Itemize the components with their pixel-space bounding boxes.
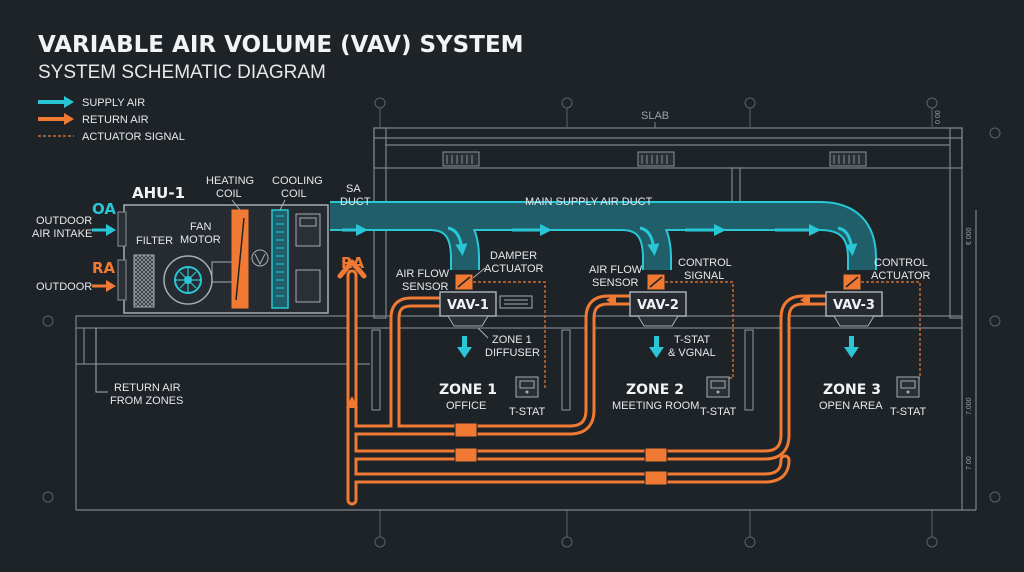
thermostat-2: [706, 376, 730, 398]
tstat-2-label: T-STAT: [700, 406, 737, 418]
vav-2-name: VAV-2: [637, 298, 679, 313]
control-signal-label-1: CONTROL: [678, 257, 732, 269]
ra-label: RA: [92, 259, 116, 277]
legend-return-arrow-icon: [64, 113, 74, 125]
tstat-vgnal-label-1: T-STAT: [674, 334, 711, 346]
return-air-label-2: FROM ZONES: [110, 395, 183, 407]
fan-icon: [174, 266, 202, 294]
thermostat-1: [515, 376, 539, 398]
control-signal-label-2: SIGNAL: [684, 270, 724, 282]
cooling-coil-icon: [271, 209, 289, 309]
sa-duct-label-1: SA: [346, 183, 361, 195]
damper-label-1: DAMPER: [490, 250, 537, 262]
thermostat-3-icon: [896, 376, 920, 398]
heating-coil-label-2: COIL: [216, 188, 242, 200]
zone-2-room: MEETING ROOM: [612, 400, 699, 412]
airflow-sensor2-label-2: SENSOR: [592, 277, 639, 289]
tstat-3-label: T-STAT: [890, 406, 927, 418]
heating-coil-label-1: HEATING: [206, 175, 254, 187]
return-air-label-1: RETURN AIR: [114, 382, 181, 394]
zone-1-title: ZONE 1: [439, 382, 497, 398]
supply-flow-arrows: [342, 224, 858, 256]
zone-2-title: ZONE 2: [626, 382, 684, 398]
diagram-title: VARIABLE AIR VOLUME (VAV) SYSTEM: [38, 32, 524, 58]
vav-box-1: [439, 273, 533, 327]
diffuser-label-1: ZONE 1: [492, 334, 532, 346]
outdoor-label: OUTDOOR: [36, 281, 92, 293]
dim-label-1: 0 00: [935, 110, 942, 124]
outdoor-intake-label-1: OUTDOOR: [36, 215, 92, 227]
thermostat-3: [896, 376, 920, 398]
main-supply-duct: [330, 201, 877, 273]
airflow-sensor-label-1: AIR FLOW: [396, 268, 450, 280]
fan-label-2: MOTOR: [180, 234, 221, 246]
dim-label-3: 7.000: [966, 397, 973, 415]
control-actuator-label-2: ACTUATOR: [871, 270, 931, 282]
legend: SUPPLY AIR RETURN AIR ACTUATOR SIGNAL: [38, 96, 185, 143]
dim-label-4: 7 00: [966, 456, 973, 470]
control-actuator-label-1: CONTROL: [874, 257, 928, 269]
ra-right-label: RA: [341, 254, 365, 272]
legend-supply-arrow-icon: [64, 96, 74, 108]
vav-box-2: [629, 273, 687, 327]
main-duct-label: MAIN SUPPLY AIR DUCT: [525, 196, 653, 208]
zone-1-room: OFFICE: [446, 400, 486, 412]
airflow-sensor-label-2: SENSOR: [402, 281, 449, 293]
ra-arrow-icon: [106, 280, 116, 292]
zone-3-room: OPEN AREA: [819, 400, 883, 412]
outdoor-intake-label-2: AIR INTAKE: [32, 228, 92, 240]
diagram-subtitle: SYSTEM SCHEMATIC DIAGRAM: [38, 62, 326, 83]
tstat-vgnal-label-2: & VGNAL: [668, 347, 716, 359]
dim-label-2: € 000: [966, 227, 973, 245]
filter-icon: [133, 254, 155, 308]
slab-label: SLAB: [641, 110, 669, 122]
ahu-unit: [117, 204, 329, 314]
airflow-sensor-icon: [499, 295, 533, 309]
vav-3-name: VAV-3: [833, 298, 875, 313]
building-structure: [75, 127, 977, 511]
dimension-marks: 0 00 € 000 7.000 7 00: [935, 110, 973, 470]
return-panel-icon: [295, 269, 321, 303]
return-dampers: [454, 422, 668, 486]
tstat-1-label: T-STAT: [509, 406, 546, 418]
diffuser-arrows: [457, 336, 859, 358]
cooling-coil-label-2: COIL: [281, 188, 307, 200]
legend-return-label: RETURN AIR: [82, 114, 149, 126]
fan-label-1: FAN: [190, 221, 211, 233]
return-air-ducts: [337, 259, 836, 506]
thermostat-1-icon: [515, 376, 539, 398]
return-flow-arrows: [346, 294, 810, 408]
valve-icon: [251, 249, 269, 267]
sa-duct-label-2: DUCT: [340, 196, 371, 208]
filter-label: FILTER: [136, 235, 173, 247]
zone-3-title: ZONE 3: [823, 382, 881, 398]
oa-arrow-icon: [106, 224, 116, 236]
ceiling-vents: [442, 151, 867, 167]
thermostat-2-icon: [706, 376, 730, 398]
ahu-label: AHU-1: [132, 184, 185, 202]
cooling-coil-label-1: COOLING: [272, 175, 323, 187]
airflow-sensor2-label-1: AIR FLOW: [589, 264, 643, 276]
grid-marks: [42, 97, 1001, 548]
oa-label: OA: [92, 200, 116, 218]
legend-signal-label: ACTUATOR SIGNAL: [82, 131, 185, 143]
damper-label-2: ACTUATOR: [484, 263, 544, 275]
legend-supply-label: SUPPLY AIR: [82, 97, 145, 109]
vav-1-name: VAV-1: [447, 298, 489, 313]
diffuser-label-2: DIFFUSER: [485, 347, 540, 359]
